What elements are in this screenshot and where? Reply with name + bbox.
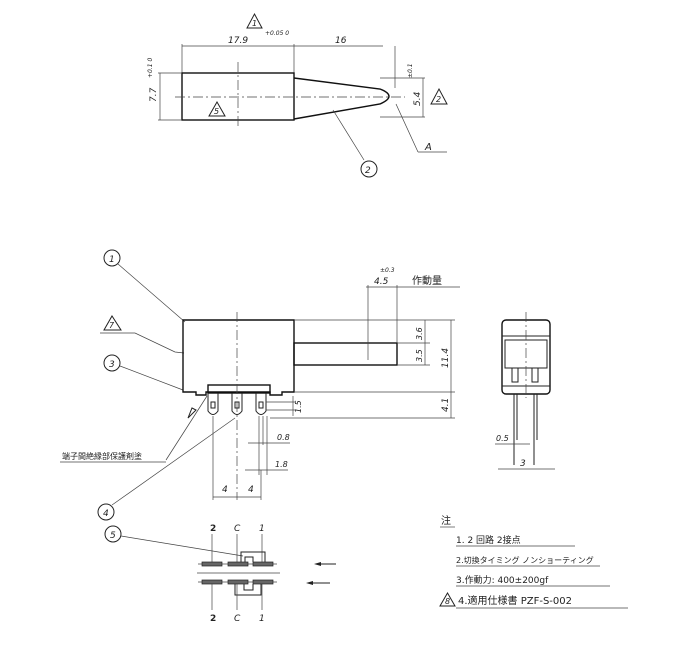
dim-11-4: 11.4: [441, 348, 451, 368]
dim-travel: 4.5: [374, 277, 389, 287]
travel-label: 作動量: [412, 274, 442, 287]
top-label-1: 1: [259, 524, 265, 534]
balloon-5: 5: [110, 531, 116, 541]
notes-heading: 注: [441, 514, 451, 527]
revision-triangle-icon: [246, 12, 263, 29]
top-label-2: 2: [210, 524, 216, 534]
notes-block: 注 1. 2 回路 2接点 2.切換タイミング ノンショーティング 3.作動力:…: [439, 514, 628, 609]
side-view: 1 7 3 ±0.3 4.5 作動量 3.6: [60, 249, 460, 521]
balloon-1: 1: [109, 255, 115, 265]
balloon-icon: [103, 354, 121, 372]
end-view: 0.5 3: [495, 312, 555, 470]
tolerance-tip-width: ±0.1: [407, 63, 414, 78]
terminals: [207, 393, 267, 415]
tolerance-body-length: +0.05 0: [265, 30, 289, 37]
actuator-tip: [293, 77, 390, 120]
dim-actuator-length: 16: [335, 36, 347, 46]
label-a: A: [424, 142, 432, 153]
actuator: [293, 342, 398, 366]
balloon-icon: [97, 503, 115, 521]
top-label-c: C: [234, 524, 241, 534]
note-3: 3.作動力: 400±200gf: [456, 574, 549, 586]
revision-triangle-icon: [208, 100, 226, 117]
balloon-3: 3: [109, 360, 115, 370]
dim-body-height: 7.7: [149, 87, 159, 102]
rev-mark-7: 7: [109, 321, 115, 330]
balloon-4: 4: [103, 509, 109, 519]
bottom-label-1: 1: [259, 614, 265, 624]
dim-3-6: 3.6: [415, 327, 424, 340]
balloon-icon: [360, 160, 378, 178]
rev-mark-2: 2: [436, 95, 441, 104]
dim-0-8: 0.8: [277, 433, 290, 442]
dim-3-5: 3.5: [415, 349, 424, 362]
terminal-base: [207, 384, 271, 394]
note-1: 1. 2 回路 2接点: [456, 534, 521, 546]
rev-mark-5: 5: [214, 107, 219, 116]
balloon-icon: [103, 249, 121, 267]
contact-schematic: 5 2 C 1 2 C 1: [104, 524, 336, 624]
bottom-label-2: 2: [210, 614, 216, 624]
balloon-2: 2: [365, 166, 371, 176]
revision-triangle-icon: [430, 87, 448, 105]
note-2: 2.切換タイミング ノンショーティング: [456, 555, 594, 565]
dim-tip-width: 5.4: [413, 91, 423, 106]
dim-0-5: 0.5: [496, 434, 509, 443]
dim-pitch-1: 4: [222, 485, 228, 495]
tolerance-travel: ±0.3: [380, 267, 395, 274]
coating-note: 端子間絶縁部保護剤塗: [62, 451, 142, 461]
bottom-label-c: C: [234, 614, 241, 624]
revision-triangle-icon: [439, 591, 456, 607]
dim-4-1: 4.1: [441, 398, 451, 412]
dim-1-5: 1.5: [294, 400, 303, 413]
dim-3: 3: [520, 459, 526, 469]
dim-pitch-2: 4: [248, 485, 254, 495]
balloon-icon: [104, 525, 122, 543]
rev-mark-8: 8: [445, 597, 450, 606]
switch-body: [182, 319, 295, 396]
tolerance-body-height: +0.1 0: [147, 58, 154, 78]
top-view: 1 +0.05 0 17.9 16 7.7 +0.1 0 5.4 ±0.1 2 …: [147, 12, 448, 178]
note-4: 4.適用仕様書 PZF-S-002: [458, 594, 572, 607]
dim-1-8: 1.8: [275, 460, 288, 469]
rev-mark-1: 1: [252, 19, 257, 28]
dim-body-length: 17.9: [228, 36, 248, 46]
revision-triangle-icon: [103, 315, 122, 331]
